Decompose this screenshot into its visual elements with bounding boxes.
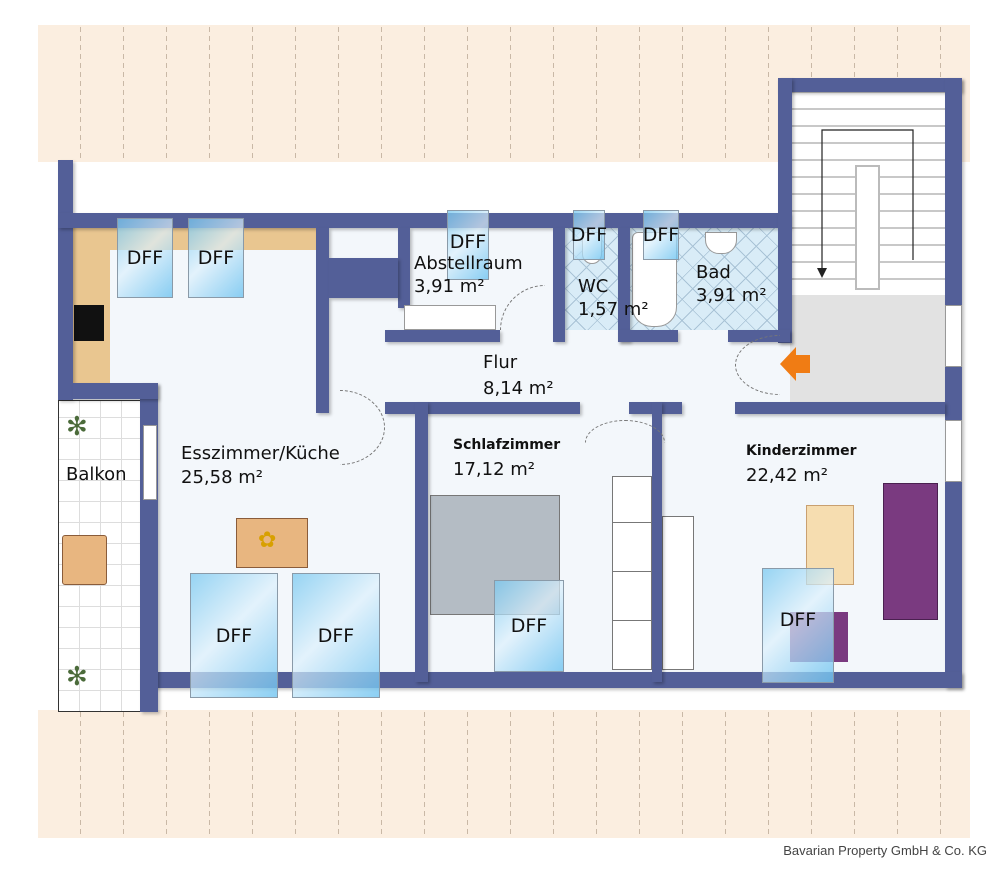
dining-table [236,518,308,568]
wardrobe [612,476,652,670]
wall [945,78,962,688]
roof-window: DFF [762,568,834,683]
flower-icon: ✿ [258,528,277,553]
roof-window: DFF [447,210,489,280]
room-name: Bad [696,262,731,283]
window [945,305,962,367]
room-name: Flur [483,352,518,373]
plant-icon: ✻ [66,412,88,442]
wall [778,78,962,92]
shelf [404,305,496,330]
roof-window: DFF [292,573,380,698]
roof-window: DFF [570,210,608,260]
desk [662,516,694,670]
roof-window-label: DFF [215,624,253,647]
sofa [883,483,938,620]
sink-icon [705,232,737,254]
room-label-flur: Flur 8,14 m² [483,350,554,402]
staircase-landing [790,295,945,405]
plant-icon: ✻ [66,662,88,692]
roof-window-label: DFF [642,224,680,246]
wall [415,402,428,682]
room-name: Abstellraum [414,253,523,274]
room-area: 8,14 m² [483,378,554,400]
entrance-arrow-icon [780,347,810,381]
roof-window-label: DFF [197,247,235,269]
wall [778,78,792,343]
room-name: Esszimmer/Küche [181,443,340,464]
room-area: 1,57 m² [578,298,649,320]
room-name: WC [578,276,609,297]
wall [316,228,329,413]
room-label-schlafzimmer: Schlafzimmer 17,12 m² [453,437,560,481]
roof-window: DFF [643,210,679,260]
wall [385,330,500,342]
wall [58,160,73,400]
wall [329,258,398,298]
room-label-esszimmer: Esszimmer/Küche 25,58 m² [181,442,340,491]
wall [385,402,580,414]
roof-window-label: DFF [510,615,548,637]
wall [73,383,158,399]
roof-window: DFF [190,573,278,698]
roof-window: DFF [494,580,564,672]
wall [553,228,565,342]
window [945,420,962,482]
balcony-table [62,535,107,585]
room-area: 3,91 m² [696,284,767,306]
roof-window-label: DFF [779,609,817,631]
wall [735,402,945,414]
wall [398,228,410,308]
roof-window: DFF [188,218,244,298]
room-name: Schlafzimmer [453,437,561,453]
roof-window-label: DFF [126,247,164,269]
room-area: 22,42 m² [746,464,829,486]
wall [618,330,678,342]
room-name: Balkon [66,464,127,485]
roof-window: DFF [117,218,173,298]
roof-window-label: DFF [317,624,355,647]
stair-well [855,165,880,290]
room-label-kinderzimmer: Kinderzimmer 22,42 m² [746,443,857,487]
roof-bottom [38,710,970,838]
stair-arrow-icon [817,129,914,278]
roof-window-label: DFF [449,231,487,253]
window [143,425,157,500]
company-credit: Bavarian Property GmbH & Co. KG [783,843,987,858]
room-area: 25,58 m² [181,467,264,489]
room-area: 3,91 m² [414,275,485,297]
stove-icon [74,305,104,341]
wall [652,402,662,682]
room-name: Kinderzimmer [746,443,857,459]
room-area: 17,12 m² [453,458,536,480]
room-label-balkon: Balkon [66,464,127,487]
wall [618,228,630,342]
roof-window-label: DFF [570,224,608,246]
